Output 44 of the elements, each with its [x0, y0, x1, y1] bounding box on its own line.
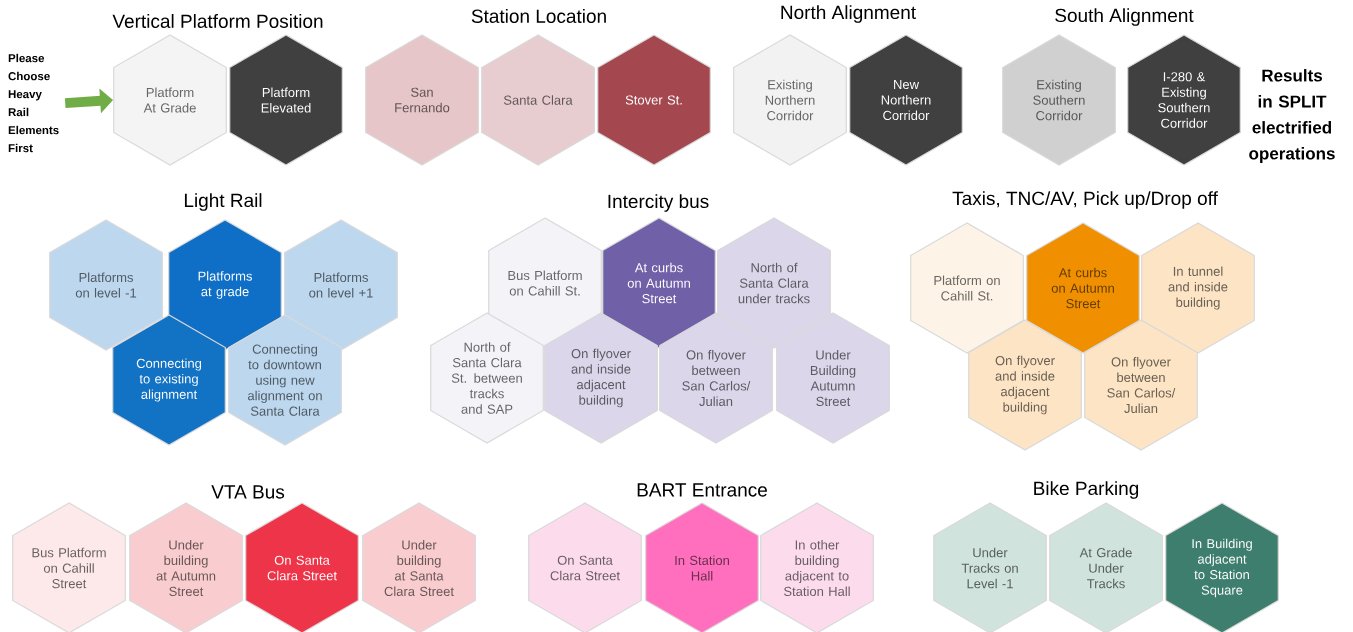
hexagon: San Fernando: [365, 34, 479, 166]
hexagon: Connecting to downtown using new alignment on Santa Clara: [228, 314, 342, 446]
hexagon: On flyover and inside adjacent building: [968, 319, 1082, 451]
section-title: VTA Bus: [211, 485, 285, 499]
hexagon: Platform Elevated: [229, 34, 343, 166]
instruction-text: Please Choose Heavy Rail Elements First: [8, 53, 59, 153]
section-title: South Alignment: [1055, 8, 1194, 26]
hexagon: Existing Southern Corridor: [1002, 34, 1116, 166]
hexagon: At curbs on Autumn Street: [602, 217, 716, 349]
hexagon: On flyover between San Carlos/ Julian: [659, 312, 773, 444]
hexagon: North of Santa Clara under tracks: [717, 217, 831, 349]
hexagon: Stover St.: [597, 34, 711, 166]
hexagon: On flyover and inside adjacent building: [544, 312, 658, 444]
hexagon: At Grade Under Tracks: [1049, 502, 1163, 632]
hexagon: On flyover between San Carlos/ Julian: [1084, 319, 1198, 451]
section-title: Vertical Platform Position: [112, 14, 323, 28]
hexagon: In Building adjacent to Station Square: [1165, 502, 1279, 632]
hexagon: Platform on Cahill St.: [910, 222, 1024, 354]
hexagon: Platforms on level -1: [49, 219, 163, 351]
hexagon: Under Tracks on Level -1: [933, 502, 1047, 632]
hexagon: Under building at Santa Clara Street: [362, 502, 476, 632]
hexagon: Connecting to existing alignment: [112, 314, 226, 446]
hexagon: On Santa Clara Street: [245, 502, 359, 632]
hexagon: In other building adjacent to Station Hall: [760, 502, 874, 632]
hexagon: Under Building Autumn Street: [776, 312, 890, 444]
hexagon: At curbs on Autumn Street: [1026, 222, 1140, 354]
hexagon: Santa Clara: [481, 34, 595, 166]
hexagon: Existing Northern Corridor: [733, 34, 847, 166]
hexagon: I-280 & Existing Southern Corridor: [1127, 34, 1241, 166]
hexagon: On Santa Clara Street: [528, 502, 642, 632]
hexagon: New Northern Corridor: [849, 34, 963, 166]
hexagon: Under building at Autumn Street: [129, 502, 243, 632]
hexagon: North of Santa Clara St. between tracks and SAP: [430, 312, 544, 444]
section-title: Bike Parking: [1034, 481, 1139, 499]
section-title: Station Location: [471, 9, 606, 23]
section-title: BART Entrance: [637, 483, 767, 497]
hexagon: Bus Platform on Cahill Street: [12, 502, 126, 632]
section-title: Intercity bus: [608, 194, 709, 212]
hexagon: In Station Hall: [645, 502, 759, 632]
section-title: Taxis, TNC/AV, Pick up/Drop off: [952, 191, 1218, 209]
hexagon: Platform At Grade: [113, 34, 227, 166]
section-title: Light Rail: [184, 193, 262, 211]
hexagon: In tunnel and inside building: [1141, 222, 1255, 354]
section-title: North Alignment: [781, 5, 916, 23]
